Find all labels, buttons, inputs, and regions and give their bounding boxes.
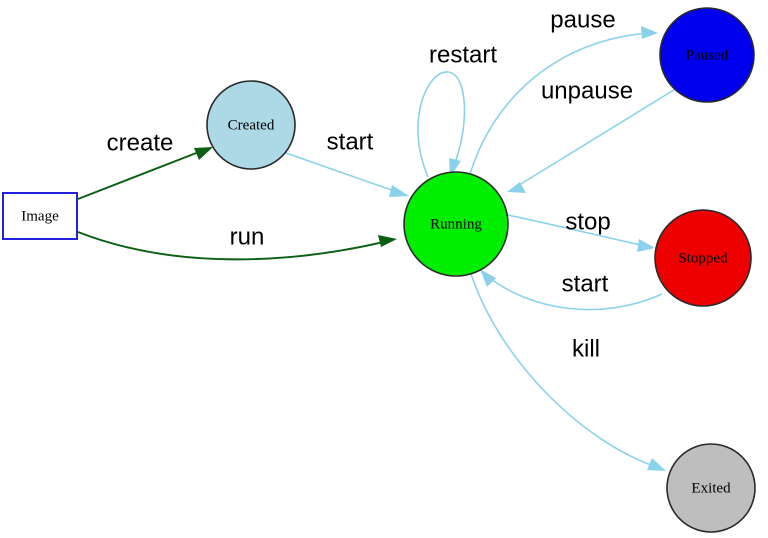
node-exited-shape	[666, 443, 756, 533]
edge-label-kill: kill	[572, 335, 600, 362]
edge-kill-path	[470, 273, 657, 468]
edge-kill-arrowhead	[647, 458, 666, 471]
edge-kill[interactable]	[470, 273, 666, 471]
node-running[interactable]: Running	[403, 171, 509, 277]
edge-start-stopped[interactable]	[480, 269, 663, 311]
edge-label-start-created: start	[327, 128, 374, 155]
edge-restart[interactable]	[417, 71, 466, 178]
node-exited[interactable]: Exited	[666, 443, 756, 533]
edge-start-stopped-arrowhead	[480, 269, 496, 287]
edge-run-arrowhead	[378, 235, 397, 247]
edge-label-unpause: unpause	[541, 77, 633, 104]
node-image[interactable]: Image	[2, 192, 78, 240]
edge-restart-path	[417, 71, 466, 178]
node-stopped[interactable]: Stopped	[654, 209, 752, 307]
edge-label-create: create	[107, 129, 174, 156]
edge-start-created-arrowhead	[389, 185, 409, 197]
node-layer: Image Created Running Paused Stopped Exi	[2, 7, 756, 533]
edge-pause-arrowhead	[641, 26, 658, 39]
node-created-shape	[206, 80, 296, 170]
node-image-shape	[2, 192, 78, 240]
edge-label-run: run	[230, 223, 265, 250]
edge-run[interactable]	[77, 231, 397, 261]
edge-label-stop: stop	[565, 208, 610, 235]
edge-start-created-path	[285, 152, 401, 194]
node-paused[interactable]: Paused	[659, 7, 755, 103]
node-created[interactable]: Created	[206, 80, 296, 170]
edge-unpause-arrowhead	[507, 182, 526, 193]
edge-label-restart: restart	[429, 41, 497, 68]
edge-create-arrowhead	[194, 147, 213, 160]
edge-pause-path	[469, 32, 649, 175]
edge-label-start-stopped: start	[562, 270, 609, 297]
edge-create-path	[77, 149, 205, 200]
edge-pause[interactable]	[469, 26, 658, 175]
edge-run-path	[77, 231, 389, 261]
node-stopped-shape	[654, 209, 752, 307]
edge-unpause[interactable]	[507, 87, 678, 193]
edge-start-created[interactable]	[285, 152, 409, 197]
edge-layer	[77, 26, 678, 471]
edge-stop-arrowhead	[637, 239, 655, 252]
edge-unpause-path	[515, 87, 678, 188]
edge-create[interactable]	[77, 147, 213, 200]
edge-stop-path	[507, 214, 646, 247]
edge-label-pause: pause	[550, 6, 615, 33]
node-paused-shape	[659, 7, 755, 103]
node-running-shape	[403, 171, 509, 277]
edge-label-layer: create run start restart pause unpause s…	[107, 6, 633, 362]
edge-start-stopped-path	[486, 275, 663, 311]
edge-stop[interactable]	[507, 214, 655, 252]
